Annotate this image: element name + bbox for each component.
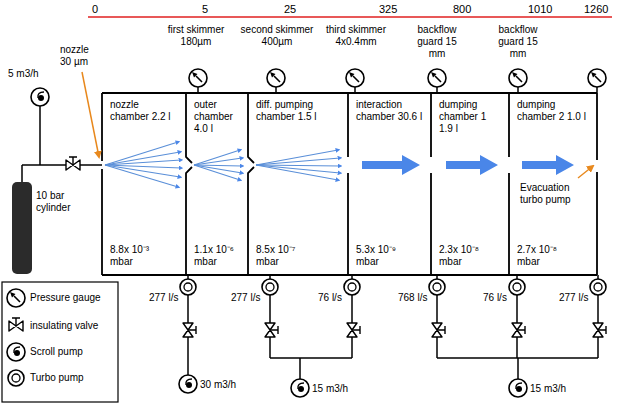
chamber-pressure: 2.3x 10⁻⁸ mbar bbox=[439, 244, 493, 268]
vacuum-chamber: dumping chamber 1 1.9 l 2.3x 10⁻⁸ mbar bbox=[433, 94, 507, 274]
chamber-name: interaction chamber 30.6 l bbox=[356, 99, 423, 123]
pump-speed: 768 l/s bbox=[398, 292, 427, 304]
legend-text: Turbo pump bbox=[30, 372, 84, 384]
distance-mark: 1010 bbox=[528, 3, 552, 16]
skimmer-label: second skimmer 400µm bbox=[239, 24, 315, 48]
cylinder-label: 10 bar cylinder bbox=[36, 190, 80, 214]
vacuum-chamber: nozzle chamber 2.2 l 8.8x 10⁻³ mbar bbox=[104, 94, 184, 274]
pump-speed: 15 m3/h bbox=[530, 383, 566, 395]
pump-speed: 76 l/s bbox=[318, 292, 342, 304]
skimmer-label: first skimmer 180µm bbox=[161, 24, 231, 48]
distance-mark: 25 bbox=[284, 3, 296, 16]
pump-speed: 15 m3/h bbox=[312, 383, 348, 395]
pump-speed: 277 l/s bbox=[149, 292, 178, 304]
chamber-name: diff. pumping chamber 1.5 l bbox=[256, 99, 340, 123]
distance-mark: 0 bbox=[92, 3, 98, 16]
chamber-name: dumping chamber 1 1.9 l bbox=[439, 99, 501, 135]
skimmer-label: third skimmer 4x0.4mm bbox=[321, 24, 391, 48]
chamber-name: outer chamber 4.0 l bbox=[194, 99, 240, 135]
pump-speed: 76 l/s bbox=[483, 292, 507, 304]
chamber-name: dumping chamber 2 1.0 l bbox=[517, 99, 589, 123]
distance-mark: 325 bbox=[379, 3, 397, 16]
distance-mark: 5 bbox=[202, 3, 208, 16]
distance-mark: 1260 bbox=[584, 3, 608, 16]
pump-speed: 277 l/s bbox=[231, 292, 260, 304]
legend-text: Pressure gauge bbox=[30, 292, 101, 304]
chamber-pressure: 8.8x 10⁻³ mbar bbox=[110, 244, 164, 268]
evacuation-label: Evacuation turbo pump bbox=[520, 182, 580, 206]
pump-speed: 5 m3/h bbox=[8, 68, 39, 80]
pump-speed: 277 l/s bbox=[559, 292, 588, 304]
backflow-guard-label: backflow guard 15 mm bbox=[412, 24, 462, 60]
nozzle-label: nozzle 30 µm bbox=[60, 44, 100, 68]
vacuum-chamber: diff. pumping chamber 1.5 l 8.5x 10⁻⁷ mba… bbox=[250, 94, 346, 274]
chamber-name: nozzle chamber 2.2 l bbox=[110, 99, 178, 123]
chamber-pressure: 8.5x 10⁻⁷ mbar bbox=[256, 244, 310, 268]
distance-mark: 800 bbox=[453, 3, 471, 16]
chamber-pressure: 5.3x 10⁻⁹ mbar bbox=[356, 244, 410, 268]
pump-speed: 30 m3/h bbox=[200, 379, 236, 391]
legend-text: insulating valve bbox=[30, 320, 98, 332]
chamber-pressure: 1.1x 10⁻⁶ mbar bbox=[194, 244, 240, 268]
legend-text: Scroll pump bbox=[30, 346, 83, 358]
vacuum-chamber: outer chamber 4.0 l 1.1x 10⁻⁶ mbar bbox=[188, 94, 246, 274]
backflow-guard-label: backflow guard 15 mm bbox=[493, 24, 543, 60]
chamber-pressure: 2.7x 10⁻⁸ mbar bbox=[517, 244, 571, 268]
vacuum-chamber: interaction chamber 30.6 l 5.3x 10⁻⁹ mbar bbox=[350, 94, 429, 274]
